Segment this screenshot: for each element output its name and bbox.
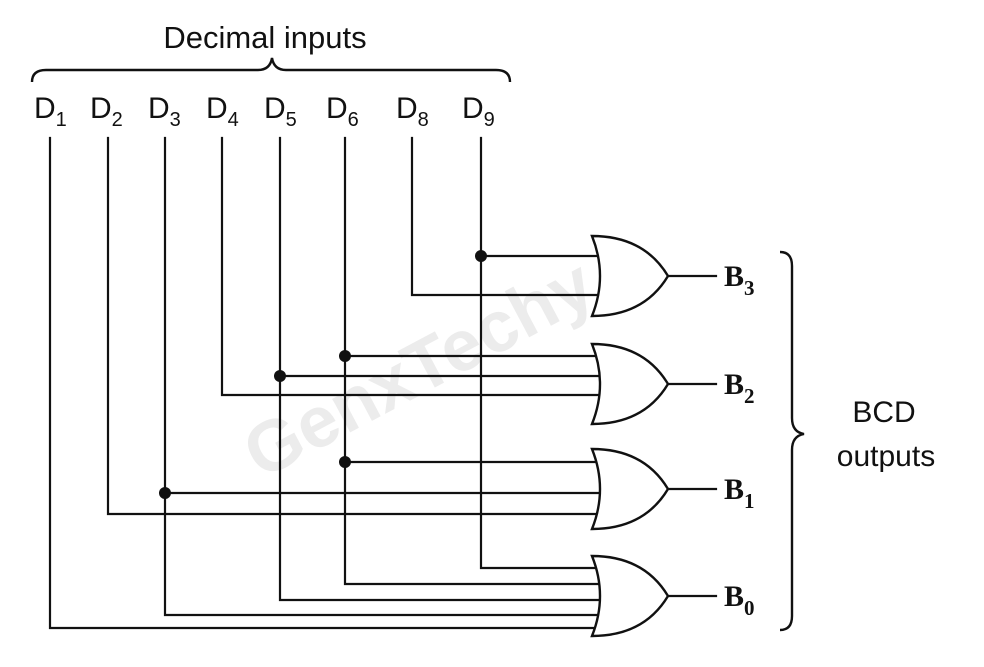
output-group-label-line1: BCD <box>852 396 915 429</box>
input-label-d4: D4 <box>206 92 239 131</box>
wires <box>48 136 602 630</box>
input-label-d8: D8 <box>396 92 429 131</box>
input-labels: D1 D2 D3 D4 D5 D6 D8 D9 <box>34 92 495 131</box>
diagram-title: Decimal inputs <box>163 20 366 55</box>
wire-d1 <box>48 136 602 630</box>
wire-d3 <box>163 136 602 617</box>
junction-dot-d9 <box>475 250 487 262</box>
watermark: GenxTechy <box>231 244 607 494</box>
output-wires <box>666 274 718 598</box>
output-label-b0: B0 <box>724 580 755 620</box>
wire-d8 <box>410 136 602 297</box>
output-label-b1: B1 <box>724 473 755 513</box>
input-label-d9: D9 <box>462 92 495 131</box>
wire-d5 <box>278 136 602 602</box>
junction-dot-d5 <box>274 370 286 382</box>
output-label-b2: B2 <box>724 368 755 408</box>
output-brace <box>779 250 805 632</box>
wire-d4 <box>220 136 602 397</box>
or-gates <box>590 234 670 638</box>
or-gate-b3 <box>590 234 670 318</box>
output-group-label-line2: outputs <box>837 440 935 473</box>
input-label-d3: D3 <box>148 92 181 131</box>
wire-d6 <box>343 136 602 586</box>
or-gate-b2 <box>590 342 670 426</box>
or-gate-b1 <box>590 447 670 531</box>
output-label-b3: B3 <box>724 260 755 300</box>
input-label-d1: D1 <box>34 92 67 131</box>
or-gate-b0 <box>590 554 670 638</box>
input-label-d6: D6 <box>326 92 359 131</box>
junction-dot-d6-b1 <box>339 456 351 468</box>
junctions <box>159 250 487 499</box>
input-label-d2: D2 <box>90 92 123 131</box>
junction-dot-d3 <box>159 487 171 499</box>
input-label-d5: D5 <box>264 92 297 131</box>
wire-d2 <box>106 136 602 516</box>
output-labels: B3 B2 B1 B0 <box>724 260 755 620</box>
wire-d9 <box>479 136 602 570</box>
junction-dot-d6-b2 <box>339 350 351 362</box>
input-brace <box>30 57 512 83</box>
